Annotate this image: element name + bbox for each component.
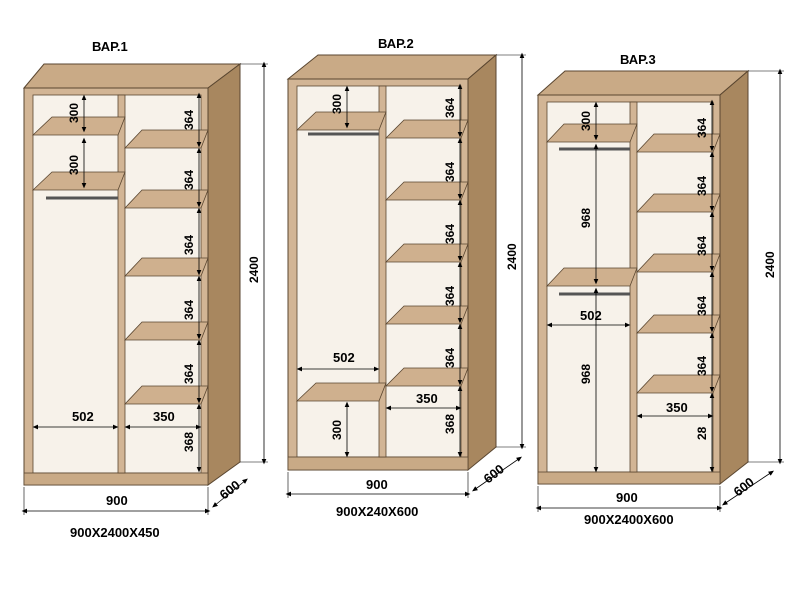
cabinet-top <box>22 63 242 89</box>
right-shelf <box>636 253 721 273</box>
left-shelf <box>546 267 638 287</box>
dim-label-left: 300 <box>330 94 344 114</box>
dim-label-right: 364 <box>443 286 457 306</box>
right-shelf <box>636 374 721 394</box>
dim-label-right: 364 <box>182 300 196 320</box>
dim-label-left: 300 <box>330 420 344 440</box>
center-divider <box>117 94 126 474</box>
right-shelf <box>385 243 469 263</box>
variant-2-title: ВАР.2 <box>378 36 414 51</box>
right-shelf <box>124 385 209 405</box>
dim-label-left: 300 <box>579 111 593 131</box>
right-shelf <box>124 321 209 341</box>
dim-label-right: 364 <box>182 170 196 190</box>
rail-width-label: 502 <box>72 409 94 424</box>
right-shelf <box>636 133 721 153</box>
right-shelf <box>385 305 469 325</box>
right-shelf <box>124 129 209 149</box>
bottom-width-label: 350 <box>153 409 175 424</box>
cabinet-side <box>719 69 749 486</box>
dim-label-right: 364 <box>182 110 196 130</box>
bottom-width-label: 350 <box>416 391 438 406</box>
dim-label-left: 300 <box>67 155 81 175</box>
left-shelf <box>295 111 387 131</box>
left-shelf <box>31 171 126 191</box>
depth-label: 600 <box>731 474 757 499</box>
cabinet-top <box>286 54 498 80</box>
right-shelf <box>385 181 469 201</box>
right-shelf <box>385 367 469 387</box>
dim-label-left: 968 <box>579 208 593 228</box>
right-shelf <box>124 189 209 209</box>
dim-line <box>722 470 774 506</box>
dim-label-right: 364 <box>182 364 196 384</box>
bottom-width-label: 350 <box>666 400 688 415</box>
dim-line <box>212 478 248 508</box>
cabinet-side <box>207 63 241 486</box>
cabinet-plinth <box>537 471 721 485</box>
cabinet-plinth <box>287 456 469 471</box>
width-label: 900 <box>366 477 388 492</box>
size-caption: 900X240X600 <box>336 504 418 519</box>
cabinet-top <box>536 70 750 96</box>
cabinet-side <box>467 53 497 472</box>
left-shelf <box>31 116 126 136</box>
variant-1: ВАР.1 300 300 364 364 364 364 <box>21 39 268 540</box>
right-shelf <box>636 314 721 334</box>
dim-label-right: 364 <box>695 296 709 316</box>
dim-label-right: 368 <box>443 414 457 434</box>
size-caption: 900X2400X450 <box>70 525 160 540</box>
dim-label-right: 364 <box>695 236 709 256</box>
dim-label-right: 368 <box>182 432 196 452</box>
dim-label-left: 300 <box>67 103 81 123</box>
dim-line <box>472 456 522 492</box>
left-shelf <box>295 382 387 402</box>
right-shelf <box>124 257 209 277</box>
height-label: 2400 <box>247 256 261 283</box>
dim-label-right: 364 <box>182 235 196 255</box>
dim-label-right: 364 <box>695 356 709 376</box>
dim-label-left: 968 <box>579 364 593 384</box>
left-shelf <box>546 123 638 143</box>
rail-width-label: 502 <box>333 350 355 365</box>
width-label: 900 <box>616 490 638 505</box>
dim-label-right: 364 <box>443 348 457 368</box>
width-label: 900 <box>106 493 128 508</box>
cabinet-interior <box>32 94 202 474</box>
right-shelf <box>636 193 721 213</box>
variant-1-title: ВАР.1 <box>92 39 128 54</box>
cabinet-plinth <box>23 472 209 486</box>
rail-width-label: 502 <box>580 308 602 323</box>
dim-label-right: 364 <box>695 176 709 196</box>
dim-label-right: 364 <box>443 162 457 182</box>
depth-label: 600 <box>217 477 243 502</box>
variant-2: ВАР.2 300 300 364 364 364 364 364 368 50… <box>285 36 526 519</box>
size-caption: 900X2400X600 <box>584 512 674 527</box>
dim-label-right: 364 <box>443 224 457 244</box>
height-label: 2400 <box>505 243 519 270</box>
right-shelf <box>385 119 469 139</box>
dim-label-right: 28 <box>695 426 709 440</box>
dim-label-right: 364 <box>443 98 457 118</box>
dim-label-right: 364 <box>695 118 709 138</box>
center-divider <box>378 85 387 458</box>
height-label: 2400 <box>763 251 777 278</box>
center-divider <box>629 101 638 473</box>
variant-3-title: ВАР.3 <box>620 52 656 67</box>
variant-3: ВАР.3 300 968 968 364 364 364 364 364 28 <box>535 52 784 527</box>
